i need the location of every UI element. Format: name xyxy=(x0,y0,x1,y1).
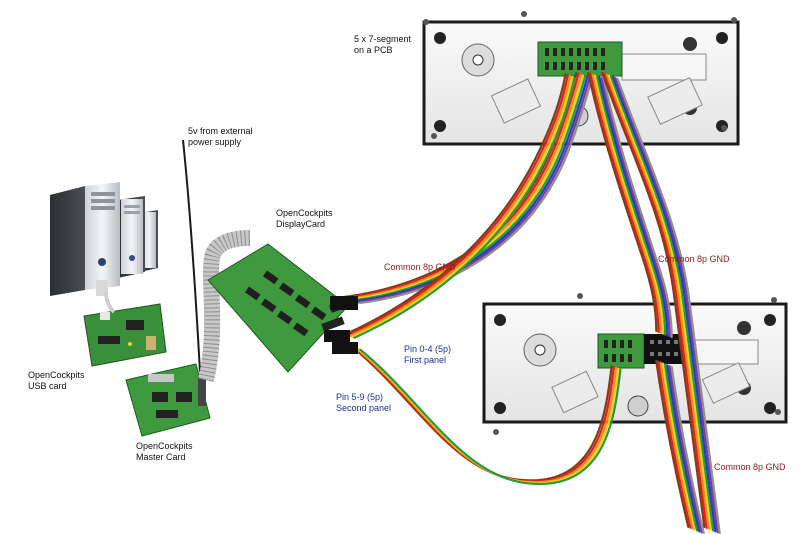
wire-strand xyxy=(344,73,567,336)
common-gnd-label-right-top: Common 8p GND xyxy=(658,254,730,264)
wire-bundle-vertical-right xyxy=(601,71,721,534)
power-wire xyxy=(182,139,201,373)
display-pcb-label: 5 x 7-segment on a PCB xyxy=(354,34,412,55)
wire-strand xyxy=(593,74,664,335)
wire-bundle-second-panel xyxy=(350,345,622,485)
wire-strand xyxy=(600,77,671,338)
wire-strand xyxy=(352,75,587,302)
pcb-card-icon xyxy=(83,303,167,367)
wire-strand xyxy=(358,77,593,305)
wire-strand xyxy=(610,75,715,532)
wire-bundle-bottom-gnd xyxy=(655,359,705,534)
wire-strand xyxy=(348,74,572,338)
display-card-label: OpenCockpits DisplayCard xyxy=(276,208,333,229)
wire-strand xyxy=(605,73,710,530)
wire-strand xyxy=(668,365,703,534)
wire-strand xyxy=(346,74,569,337)
wire-strand xyxy=(349,74,584,301)
wire-strand xyxy=(614,77,719,534)
wire-strand xyxy=(657,360,692,529)
common-gnd-label-right-bottom: Common 8p GND xyxy=(714,462,786,472)
wire-strand xyxy=(345,72,580,299)
wire-strand xyxy=(670,365,705,534)
wire-strand xyxy=(354,76,589,303)
ribbon-cable-icon xyxy=(198,230,251,382)
wire-strand xyxy=(587,71,658,333)
wire-strand xyxy=(351,75,574,338)
computer-tower-icon xyxy=(50,182,158,296)
common-gnd-label-left: Common 8p GND xyxy=(384,262,456,272)
external-power-label: 5v from external power supply xyxy=(188,126,253,147)
wire-strand xyxy=(353,76,576,339)
wire-connector xyxy=(324,296,358,354)
wire-strand xyxy=(596,75,667,336)
wire-strand xyxy=(601,71,706,529)
wire-strand xyxy=(603,72,708,529)
wire-strand xyxy=(356,77,591,304)
wire-strand xyxy=(659,361,694,530)
wire-strand xyxy=(591,73,662,334)
wire-strand xyxy=(666,364,701,533)
wire-strand xyxy=(359,348,622,485)
pin-0-4-label: Pin 0-4 (5p) First panel xyxy=(404,344,452,365)
usb-card-label: OpenCockpits USB card xyxy=(28,370,85,391)
wire-bundle-vertical-gnd xyxy=(587,71,673,339)
pcb-card-icon xyxy=(207,243,349,373)
pcb-card-icon xyxy=(125,363,211,437)
wire-strand xyxy=(347,73,582,300)
seven-segment-display-icon xyxy=(482,293,788,435)
pin-5-9-label: Pin 5-9 (5p) Second panel xyxy=(336,392,392,413)
wire-strand xyxy=(661,362,696,531)
wire-strand xyxy=(655,359,690,529)
wire-bundle-first-panel xyxy=(344,73,576,339)
wire-strand xyxy=(616,77,721,534)
wire-strand xyxy=(589,72,660,333)
wire-strand xyxy=(664,363,699,532)
wire-strand xyxy=(607,74,712,531)
wire-strand xyxy=(598,76,669,337)
wire-bundle-icon xyxy=(343,71,721,534)
wire-strand xyxy=(612,76,717,533)
wire-strand xyxy=(602,77,673,339)
master-card-label: OpenCockpits Master Card xyxy=(136,441,193,462)
